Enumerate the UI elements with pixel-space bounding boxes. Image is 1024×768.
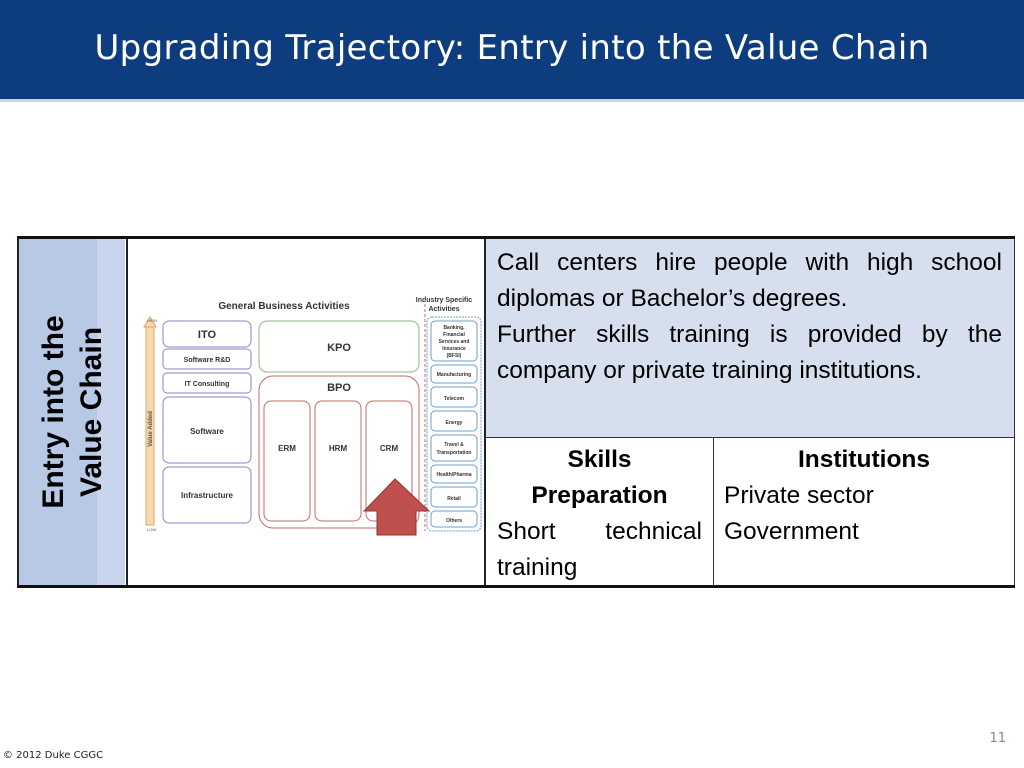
industry-label: Insurance [442,346,466,352]
industry-label: Energy [446,420,463,426]
bpo-label: BPO [327,382,351,394]
ito-label: ITO [198,329,217,341]
industry-box [430,410,478,432]
institutions-cell: Institutions Private sector Government [714,438,1015,585]
diagram-heading: General Business Activities [218,301,350,312]
institution-item: Private sector [724,482,874,509]
bpo-item-box [263,400,311,522]
industry-box [430,364,478,384]
ito-item-box [162,348,252,370]
side-label-line2: Value Chain [75,326,108,498]
industry-label: Services and [439,339,470,345]
upgrade-arrow-icon [362,478,431,536]
skills-header-line2: Preparation [531,482,668,509]
institution-item: Government [724,518,859,545]
ito-item-box [162,372,252,394]
axis-value-label: Value Added [148,411,154,447]
industry-label: Others [446,518,462,524]
industry-label: Travel & [444,442,464,448]
industry-box [430,434,478,462]
industry-label: (BFSI) [447,353,462,359]
industry-label: Transportation [436,450,471,456]
skills-value-word: training [497,554,578,581]
industry-box [430,510,478,528]
axis-high-label: HIGH [147,318,157,323]
industry-heading-1: Industry Specific [416,297,473,304]
industry-label: Financial [443,332,465,338]
footer-copyright: © 2012 Duke CGGC [3,750,104,761]
kpo-label: KPO [327,342,351,354]
bpo-item-box [314,400,362,522]
title-bar: Upgrading Trajectory: Entry into the Val… [0,0,1024,102]
skills-value-line: Short technical [497,514,702,550]
slide-title: Upgrading Trajectory: Entry into the Val… [94,28,930,68]
value-chain-diagram: General Business Activities Industry Spe… [143,297,482,536]
column-divider [125,239,128,585]
page-number: 11 [989,731,1006,746]
description-cell: Call centers hire people with high schoo… [486,239,1015,438]
industry-label: Telecom [444,396,464,402]
side-label-shade [97,239,125,585]
side-label: Entry into the Value Chain [35,247,111,577]
ito-item-label: Software [190,427,224,436]
side-label-line1: Entry into the [37,315,70,509]
bpo-item-label: CRM [380,444,399,453]
ito-item-label: IT Consulting [185,381,230,388]
content-table: Entry into the Value Chain General Busin… [17,236,1015,588]
ito-box [162,320,252,348]
side-label-cell: Entry into the Value Chain [17,239,125,585]
industry-label: Banking, [443,325,465,331]
description-paragraph-2: Further skills training is provided by t… [497,321,1002,384]
skills-header-line1: Skills [567,446,632,473]
bpo-item-label: ERM [278,444,296,453]
kpo-box [258,320,420,373]
industry-label: Retail [447,496,461,502]
value-axis [145,326,155,526]
skills-cell: Skills Preparation Short technical train… [486,438,714,585]
industry-label: Manufacturing [437,372,471,378]
bpo-item-label: HRM [329,444,348,453]
industry-box [430,386,478,408]
ito-item-label: Infrastructure [181,491,234,500]
ito-item-box [162,466,252,524]
skills-value-word: Short [497,518,556,545]
axis-low-label: LOW [147,527,156,532]
ito-item-label: Software R&D [184,357,231,364]
industry-box [430,464,478,484]
industry-box [430,486,478,508]
ito-item-box [162,396,252,464]
value-chain-diagram-cell: General Business Activities Industry Spe… [129,239,486,585]
institutions-header: Institutions [797,446,930,473]
industry-label: Health/Pharma [436,472,471,478]
skills-value-word: technical [605,518,702,545]
description-paragraph-1: Call centers hire people with high schoo… [497,249,1002,312]
industry-box [430,320,478,362]
industry-heading-2: Activities [428,306,459,313]
